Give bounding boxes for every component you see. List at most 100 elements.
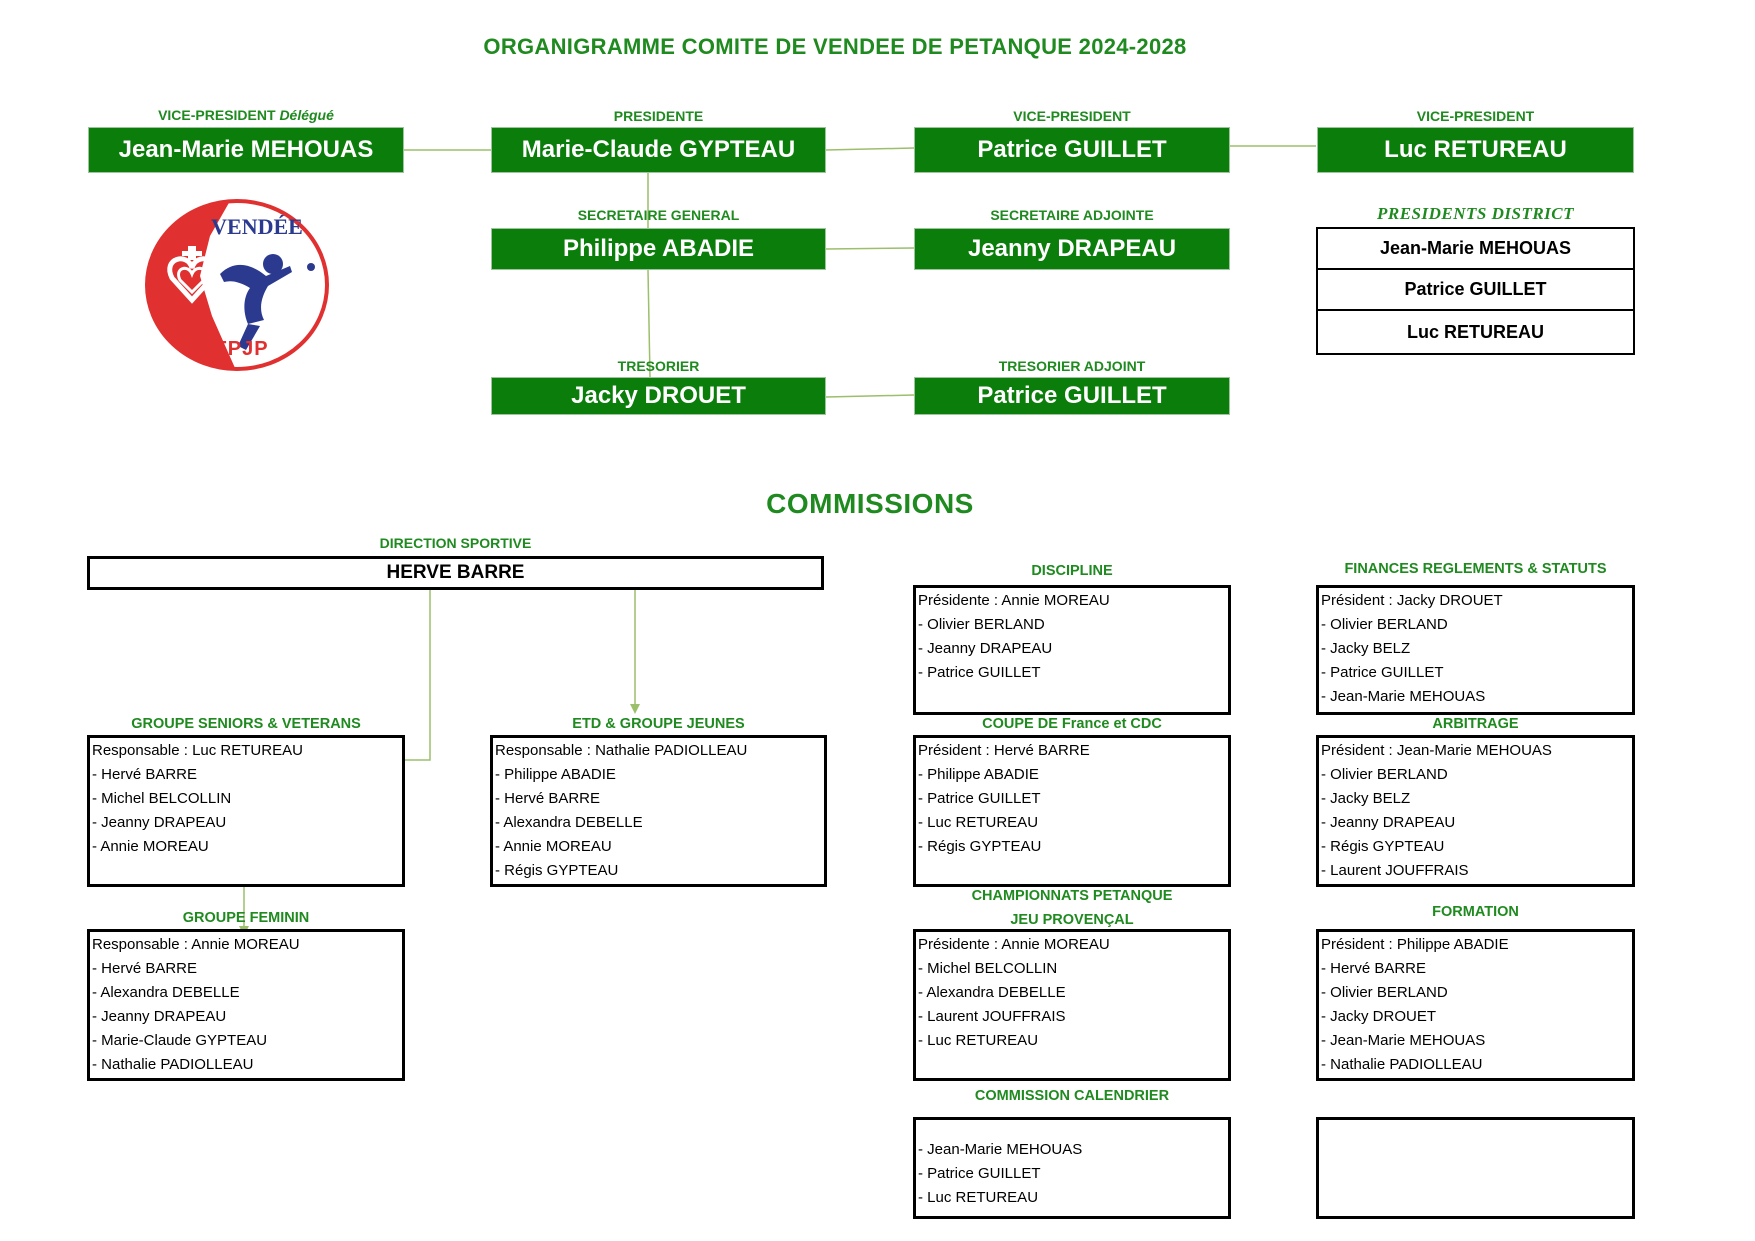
box-presidente: Marie-Claude GYPTEAU (491, 127, 826, 173)
finances-line: - Patrice GUILLET (1321, 664, 1444, 681)
formation-box: Président : Philippe ABADIE - Hervé BARR… (1316, 929, 1635, 1081)
seniors-heading: GROUPE SENIORS & VETERANS (131, 716, 361, 732)
etd-box: Responsable : Nathalie PADIOLLEAU - Phil… (490, 735, 827, 887)
arbitrage-line: - Laurent JOUFFRAIS (1321, 862, 1469, 879)
districts-heading: PRESIDENTS DISTRICT (1376, 204, 1575, 223)
etd-line: Responsable : Nathalie PADIOLLEAU (495, 742, 748, 759)
formation-heading: FORMATION (1432, 904, 1519, 920)
etd-line: - Philippe ABADIE (495, 766, 616, 783)
championnats-line: - Laurent JOUFFRAIS (918, 1008, 1066, 1025)
championnats-line: - Michel BELCOLLIN (918, 960, 1058, 977)
finances-line: - Jacky BELZ (1321, 640, 1411, 657)
coupe-box: Président : Hervé BARRE - Philippe ABADI… (913, 735, 1231, 887)
box-tresorier: Jacky DROUET (491, 377, 826, 415)
arrow-etd (630, 704, 640, 714)
feminin-line: - Hervé BARRE (92, 960, 198, 977)
arbitrage-box: Président : Jean-Marie MEHOUAS - Olivier… (1316, 735, 1635, 887)
district-president-2: Patrice GUILLET (1316, 268, 1635, 311)
arbitrage-line: - Régis GYPTEAU (1321, 838, 1445, 855)
feminin-line: Responsable : Annie MOREAU (92, 936, 300, 953)
role-secretaire-adjointe: SECRETAIRE ADJOINTE (990, 207, 1154, 223)
coupe-line: - Luc RETUREAU (918, 814, 1039, 831)
role-presidente: PRESIDENTE (613, 108, 704, 124)
feminin-heading: GROUPE FEMININ (182, 910, 310, 926)
coupe-line: Président : Hervé BARRE (918, 742, 1090, 759)
connector-presidente-vp1 (825, 147, 915, 151)
role-vp2: VICE-PRESIDENT (1416, 108, 1535, 124)
finances-line: Président : Jacky DROUET (1321, 592, 1503, 609)
championnats-line: Présidente : Annie MOREAU (918, 936, 1110, 953)
district-president-1: Jean-Marie MEHOUAS (1316, 227, 1635, 270)
etd-heading: ETD & GROUPE JEUNES (572, 716, 745, 732)
seniors-box: Responsable : Luc RETUREAU - Hervé BARRE… (87, 735, 405, 887)
feminin-line: - Nathalie PADIOLLEAU (92, 1056, 254, 1073)
box-secretaire-adjointe: Jeanny DRAPEAU (914, 228, 1230, 270)
seniors-line: Responsable : Luc RETUREAU (92, 742, 303, 759)
arbitrage-heading: ARBITRAGE (1432, 716, 1519, 732)
discipline-line: Présidente : Annie MOREAU (918, 592, 1110, 609)
championnats-heading: CHAMPIONNATS PETANQUE (971, 888, 1173, 904)
championnats-line: - Luc RETUREAU (918, 1032, 1039, 1049)
etd-line: - Hervé BARRE (495, 790, 601, 807)
formation-line: - Olivier BERLAND (1321, 984, 1448, 1001)
discipline-box: Présidente : Annie MOREAU - Olivier BERL… (913, 585, 1231, 715)
formation-line: - Jean-Marie MEHOUAS (1321, 1032, 1486, 1049)
discipline-line: - Olivier BERLAND (918, 616, 1045, 633)
role-vp1: VICE-PRESIDENT (1013, 108, 1131, 124)
direction-heading: DIRECTION SPORTIVE (379, 535, 532, 551)
commissions-title: COMMISSIONS (766, 488, 974, 519)
feminin-line: - Jeanny DRAPEAU (92, 1008, 227, 1025)
championnats-line: - Alexandra DEBELLE (918, 984, 1066, 1001)
page-title: ORGANIGRAMME COMITE DE VENDEE DE PETANQU… (483, 34, 1187, 59)
seniors-line: - Michel BELCOLLIN (92, 790, 232, 807)
calendrier-line: - Luc RETUREAU (918, 1189, 1039, 1206)
championnats-box: Présidente : Annie MOREAU - Michel BELCO… (913, 929, 1231, 1081)
formation-line: Président : Philippe ABADIE (1321, 936, 1509, 953)
discipline-line: - Jeanny DRAPEAU (918, 640, 1053, 657)
box-secretaire: Philippe ABADIE (491, 228, 826, 270)
seniors-line: - Annie MOREAU (92, 838, 209, 855)
etd-line: - Annie MOREAU (495, 838, 612, 855)
finances-box: Président : Jacky DROUET - Olivier BERLA… (1316, 585, 1635, 715)
formation-line: - Nathalie PADIOLLEAU (1321, 1056, 1483, 1073)
seniors-line: - Hervé BARRE (92, 766, 198, 783)
championnats-subheading: JEU PROVENÇAL (1010, 912, 1134, 928)
vendee-ffpjp-logo: VENDÉE FFPJP (140, 196, 340, 374)
arbitrage-line: - Olivier BERLAND (1321, 766, 1448, 783)
coupe-line: - Philippe ABADIE (918, 766, 1039, 783)
coupe-line: - Régis GYPTEAU (918, 838, 1042, 855)
finances-line: - Jean-Marie MEHOUAS (1321, 688, 1486, 705)
arbitrage-line: - Jeanny DRAPEAU (1321, 814, 1456, 831)
formation-line: - Hervé BARRE (1321, 960, 1427, 977)
district-president-3: Luc RETUREAU (1316, 309, 1635, 355)
formation-line: - Jacky DROUET (1321, 1008, 1437, 1025)
coupe-line: - Patrice GUILLET (918, 790, 1041, 807)
feminin-line: - Alexandra DEBELLE (92, 984, 240, 1001)
connector-secretaire-tresorier (647, 269, 651, 378)
calendrier-line: - Jean-Marie MEHOUAS (918, 1141, 1083, 1158)
finances-line: - Olivier BERLAND (1321, 616, 1448, 633)
discipline-line: - Patrice GUILLET (918, 664, 1041, 681)
calendrier-line: - Patrice GUILLET (918, 1165, 1041, 1182)
direction-box: HERVE BARRE (87, 556, 824, 590)
feminin-line: - Marie-Claude GYPTEAU (92, 1032, 268, 1049)
box-vp1: Patrice GUILLET (914, 127, 1230, 173)
connector-secretaire-adjointe (825, 247, 915, 250)
etd-line: - Régis GYPTEAU (495, 862, 619, 879)
etd-line: - Alexandra DEBELLE (495, 814, 643, 831)
logo-graphic (145, 199, 329, 371)
empty-box (1316, 1117, 1635, 1219)
arbitrage-line: Président : Jean-Marie MEHOUAS (1321, 742, 1552, 759)
role-tresorier: TRESORIER (617, 358, 700, 374)
box-vp2: Luc RETUREAU (1317, 127, 1634, 173)
finances-heading: FINANCES REGLEMENTS & STATUTS (1344, 561, 1607, 577)
discipline-heading: DISCIPLINE (1031, 563, 1113, 579)
coupe-heading: COUPE DE France et CDC (982, 716, 1162, 732)
logo-bottom-text: FFPJP (201, 338, 269, 360)
role-vp-delegue: VICE-PRESIDENT Délégué (158, 107, 334, 123)
box-tresorier-adjoint: Patrice GUILLET (914, 377, 1230, 415)
seniors-line: - Jeanny DRAPEAU (92, 814, 227, 831)
role-secretaire: SECRETAIRE GENERAL (577, 207, 740, 223)
calendrier-box: - Jean-Marie MEHOUAS - Patrice GUILLET -… (913, 1117, 1231, 1219)
feminin-box: Responsable : Annie MOREAU - Hervé BARRE… (87, 929, 405, 1081)
